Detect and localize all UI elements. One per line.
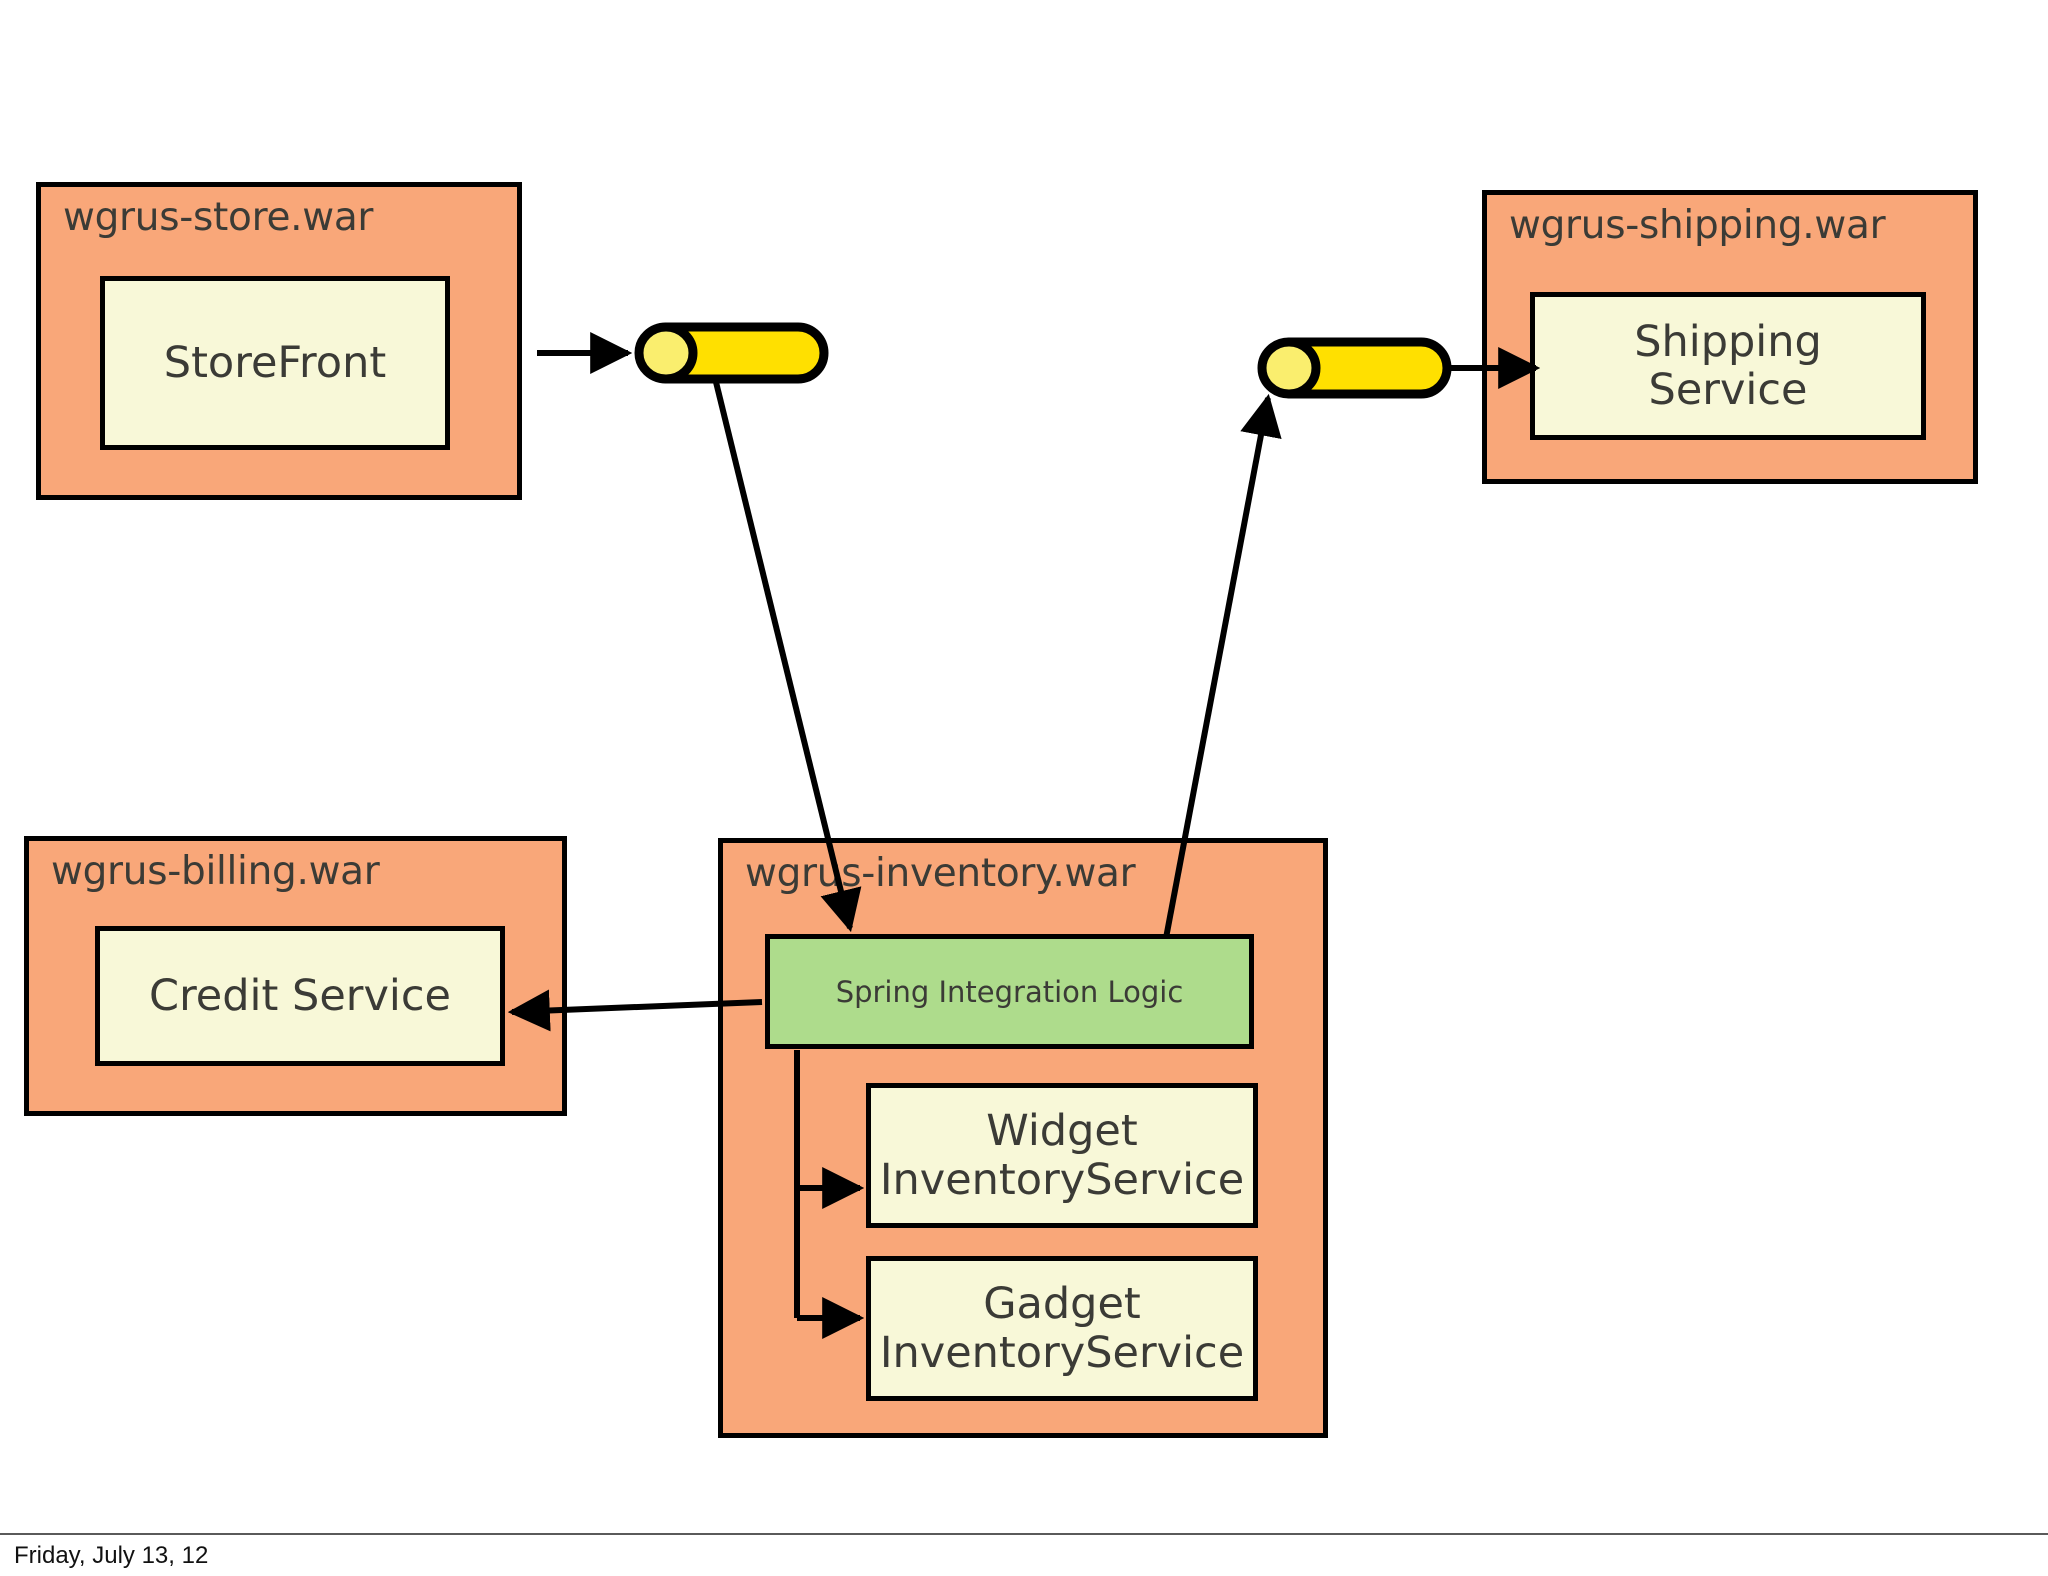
service-gadget-line2: InventoryService <box>879 1327 1245 1378</box>
service-widget-line1: Widget <box>986 1106 1138 1157</box>
channel-pipe-icon <box>634 322 829 384</box>
service-shipping-service[interactable]: Shipping Service <box>1530 292 1926 440</box>
service-gadget-line1: Gadget <box>983 1279 1141 1330</box>
footer-date: Friday, July 13, 12 <box>14 1542 209 1569</box>
service-credit-service-label: Credit Service <box>149 970 451 1021</box>
spring-integration-logic-box[interactable]: Spring Integration Logic <box>765 934 1254 1049</box>
service-storefront-label: StoreFront <box>163 337 387 388</box>
service-gadget-inventoryservice[interactable]: Gadget InventoryService <box>866 1256 1258 1401</box>
service-credit-service[interactable]: Credit Service <box>95 926 505 1066</box>
service-shipping-line1: Shipping <box>1634 316 1822 367</box>
service-shipping-line2: Service <box>1648 365 1808 415</box>
service-widget-line2: InventoryService <box>879 1154 1245 1205</box>
module-title-store: wgrus-store.war <box>63 195 374 240</box>
channel-store-to-inventory[interactable] <box>630 322 830 384</box>
footer-divider <box>0 1533 2048 1535</box>
spring-integration-logic-label: Spring Integration Logic <box>835 974 1184 1009</box>
module-title-billing: wgrus-billing.war <box>51 849 380 894</box>
module-title-shipping: wgrus-shipping.war <box>1509 203 1886 248</box>
channel-pipe-icon <box>1257 337 1452 399</box>
module-title-inventory: wgrus-inventory.war <box>745 851 1136 896</box>
service-storefront[interactable]: StoreFront <box>100 276 450 450</box>
channel-inventory-to-shipping[interactable] <box>1253 337 1453 399</box>
service-widget-inventoryservice[interactable]: Widget InventoryService <box>866 1083 1258 1228</box>
